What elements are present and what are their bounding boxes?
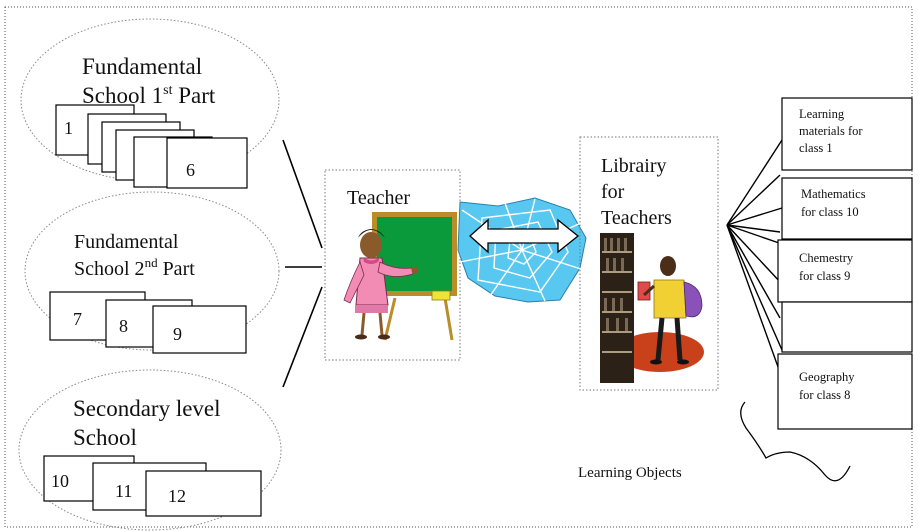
- objects-brace: [740, 401, 851, 482]
- learning-object-label: materials for: [799, 124, 863, 138]
- learning-object-label: for class 8: [799, 388, 850, 402]
- library-box: Librairy for Teachers: [579, 136, 719, 391]
- learning-object-box: Mathematics for class 10: [781, 177, 913, 240]
- web-connection-icon: [457, 197, 587, 303]
- object-connector-lines: [726, 139, 783, 379]
- learning-object-label: for class 9: [799, 269, 850, 283]
- learning-object-label: Chemestry: [799, 251, 854, 265]
- group-title-line1: Fundamental: [74, 231, 179, 253]
- library-title-line2: for: [601, 181, 625, 203]
- class-card-label: 8: [119, 316, 128, 336]
- learning-object-box: [781, 301, 913, 353]
- learning-object-box: Geography for class 8: [777, 353, 913, 430]
- library-frame: [579, 136, 719, 391]
- learning-object-box: Chemestry for class 9: [777, 239, 913, 303]
- class-card-label: 9: [173, 324, 182, 344]
- learning-object-label: for class 10: [801, 205, 859, 219]
- class-card: [145, 470, 262, 517]
- teacher-frame: [324, 169, 461, 361]
- class-card: [166, 137, 248, 189]
- teacher-illustration: [343, 212, 457, 341]
- learning-object-label: Learning: [799, 107, 845, 121]
- learning-object-label: Mathematics: [801, 187, 866, 201]
- connector-line-group3: [282, 286, 323, 388]
- class-card: [152, 305, 247, 354]
- group-title-line2: School 1st Part: [82, 83, 216, 108]
- objects-caption: Learning Objects: [578, 465, 682, 481]
- teacher-label: Teacher: [347, 187, 410, 209]
- group-fundamental-2: Fundamental School 2nd Part 7 8 9: [24, 191, 280, 354]
- teacher-box: Teacher: [324, 169, 461, 361]
- learning-object-label: Geography: [799, 370, 855, 384]
- learning-object-box: Learning materials for class 1: [781, 97, 913, 171]
- learning-object-label: class 1: [799, 141, 833, 155]
- group-ellipse: [20, 18, 280, 182]
- group-fundamental-1: Fundamental School 1st Part 1 6: [20, 18, 280, 189]
- library-title-line1: Librairy: [601, 155, 667, 177]
- class-card-label: 7: [73, 309, 82, 329]
- group-ellipse: [18, 369, 282, 531]
- group-title-line2: School 2nd Part: [74, 255, 195, 280]
- class-card-label: 12: [168, 486, 186, 506]
- connector-line-group1: [282, 139, 323, 249]
- library-illustration: [600, 233, 704, 383]
- group-title-line1: Fundamental: [82, 54, 202, 79]
- group-title-line2: School: [73, 425, 137, 450]
- class-card-label: 10: [51, 471, 69, 491]
- group-title-line1: Secondary level: [73, 396, 221, 421]
- group-ellipse: [24, 191, 280, 351]
- group-secondary: Secondary level School 10 11 12: [18, 369, 282, 531]
- class-card-label: 1: [64, 118, 73, 138]
- library-title-line3: Teachers: [601, 207, 672, 229]
- class-card-label: 6: [186, 160, 195, 180]
- class-card-label: 11: [115, 481, 132, 501]
